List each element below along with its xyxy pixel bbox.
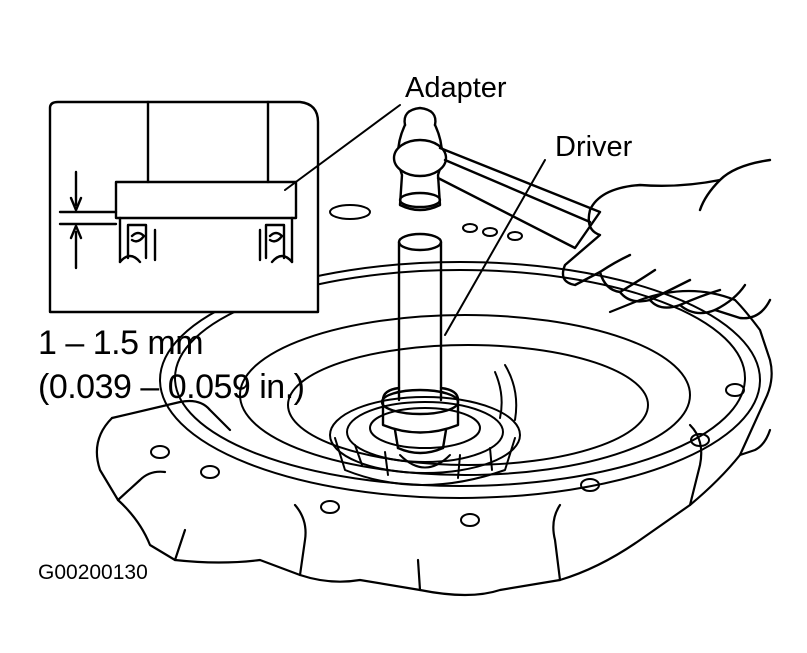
- leader-lines: [284, 104, 546, 336]
- driver-leader: [444, 159, 546, 336]
- figure-code: G00200130: [38, 561, 148, 584]
- case-flange: [159, 261, 761, 499]
- dimension-imperial: (0.039 – 0.059 in.): [38, 368, 305, 406]
- adapter-label: Adapter: [405, 72, 507, 104]
- adapter-leader: [284, 104, 401, 191]
- hammer: [392, 106, 602, 250]
- transmission-housing: [95, 289, 773, 597]
- inset-detail-frame: [48, 100, 320, 314]
- bolt-holes: [150, 204, 745, 527]
- oil-pump-assembly: [329, 364, 521, 486]
- dimension-metric: 1 – 1.5 mm: [38, 324, 204, 362]
- hand: [561, 158, 772, 320]
- driver-tool: [380, 232, 460, 455]
- driver-label: Driver: [555, 131, 633, 163]
